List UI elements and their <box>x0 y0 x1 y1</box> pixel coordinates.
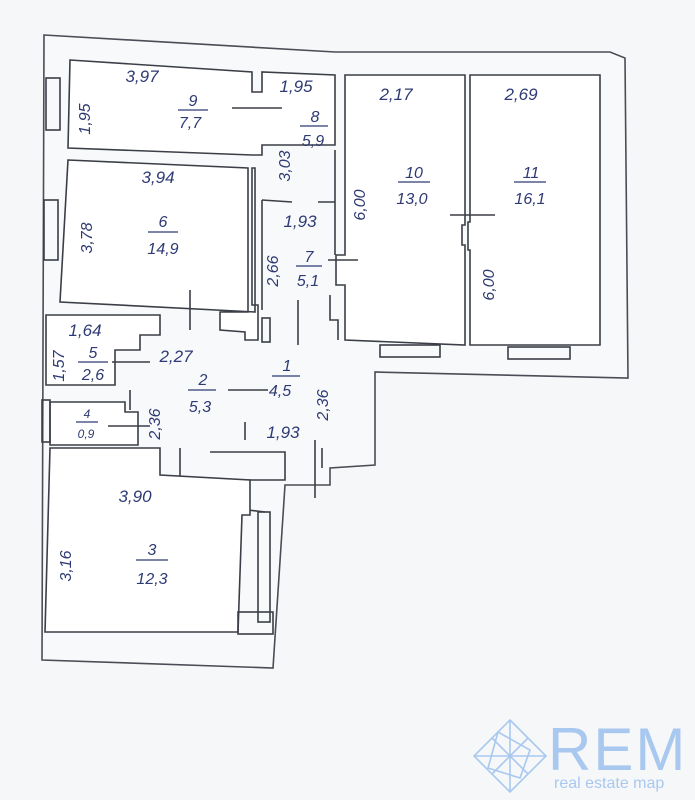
room-4-id: 4 <box>84 407 91 421</box>
dim-8-height: 3,03 <box>277 150 294 181</box>
logo-brand: REM <box>548 716 688 783</box>
wall-1 <box>329 295 339 340</box>
room-5-id: 5 <box>89 345 98 362</box>
wall-3-corner <box>237 611 274 635</box>
room-11-id: 11 <box>523 165 540 182</box>
room-10-area: 13,0 <box>396 191 427 208</box>
dim-2-height: 2,36 <box>147 408 164 440</box>
room-5 <box>45 314 161 386</box>
room-10 <box>335 74 466 346</box>
room-1-id: 1 <box>283 358 292 375</box>
room-10-id: 10 <box>405 165 423 182</box>
dim-11-width: 2,69 <box>503 85 538 104</box>
dim-6-height: 3,78 <box>79 222 96 253</box>
room-8-area: 5,9 <box>302 133 324 150</box>
dim-3-height: 3,16 <box>58 550 75 581</box>
window-3 <box>257 511 271 623</box>
room-11-area: 16,1 <box>514 191 545 208</box>
wall-stub <box>261 317 271 343</box>
room-9 <box>67 59 336 156</box>
window-9 <box>45 77 61 131</box>
room-4-area: 0,9 <box>78 427 95 441</box>
room-3-id: 3 <box>148 542 157 559</box>
window-6 <box>43 199 59 261</box>
dim-6-width: 3,94 <box>141 168 174 187</box>
dim-5-height: 1,57 <box>51 349 68 381</box>
window-10 <box>379 344 441 358</box>
dim-1-width: 1,93 <box>266 423 300 442</box>
wall-8-7 <box>261 199 293 203</box>
dim-9-width: 3,97 <box>125 67 159 86</box>
room-9-id: 9 <box>189 93 198 110</box>
room-7-id: 7 <box>305 249 315 266</box>
room-1-area: 4,5 <box>269 383 291 400</box>
room-2-area: 5,3 <box>189 399 211 416</box>
room-6-id: 6 <box>159 214 168 231</box>
dim-10-height: 6,00 <box>352 189 369 220</box>
dim-7-height: 2,66 <box>265 255 282 287</box>
room-8-id: 8 <box>311 109 320 126</box>
dim-11-height: 6,00 <box>481 269 498 300</box>
room-9-area: 7,7 <box>179 115 202 132</box>
room-3-area: 12,3 <box>136 571 167 588</box>
room-6 <box>59 159 259 341</box>
room-4 <box>49 401 139 446</box>
dim-1-height: 2,36 <box>315 389 332 421</box>
dim-9-height: 1,95 <box>77 103 94 134</box>
window-4 <box>41 399 51 443</box>
room-2-id: 2 <box>198 372 208 389</box>
room-11 <box>467 74 601 346</box>
room-5-area: 2,6 <box>81 367 104 384</box>
dim-8-width: 1,95 <box>279 77 313 96</box>
rem-logo-icon <box>472 718 548 794</box>
wall-1c <box>210 451 286 513</box>
logo-tagline: real estate map <box>554 775 665 792</box>
dim-2-width: 2,27 <box>158 347 193 366</box>
room-7-area: 5,1 <box>297 273 319 290</box>
dim-3-width: 3,90 <box>118 487 152 506</box>
room-6-area: 14,9 <box>147 241 178 258</box>
window-11 <box>507 346 571 360</box>
dim-5-width: 1,64 <box>68 321 101 340</box>
dim-10-width: 2,17 <box>378 85 413 104</box>
room-3 <box>44 447 251 633</box>
dim-7-width: 1,93 <box>283 212 317 231</box>
